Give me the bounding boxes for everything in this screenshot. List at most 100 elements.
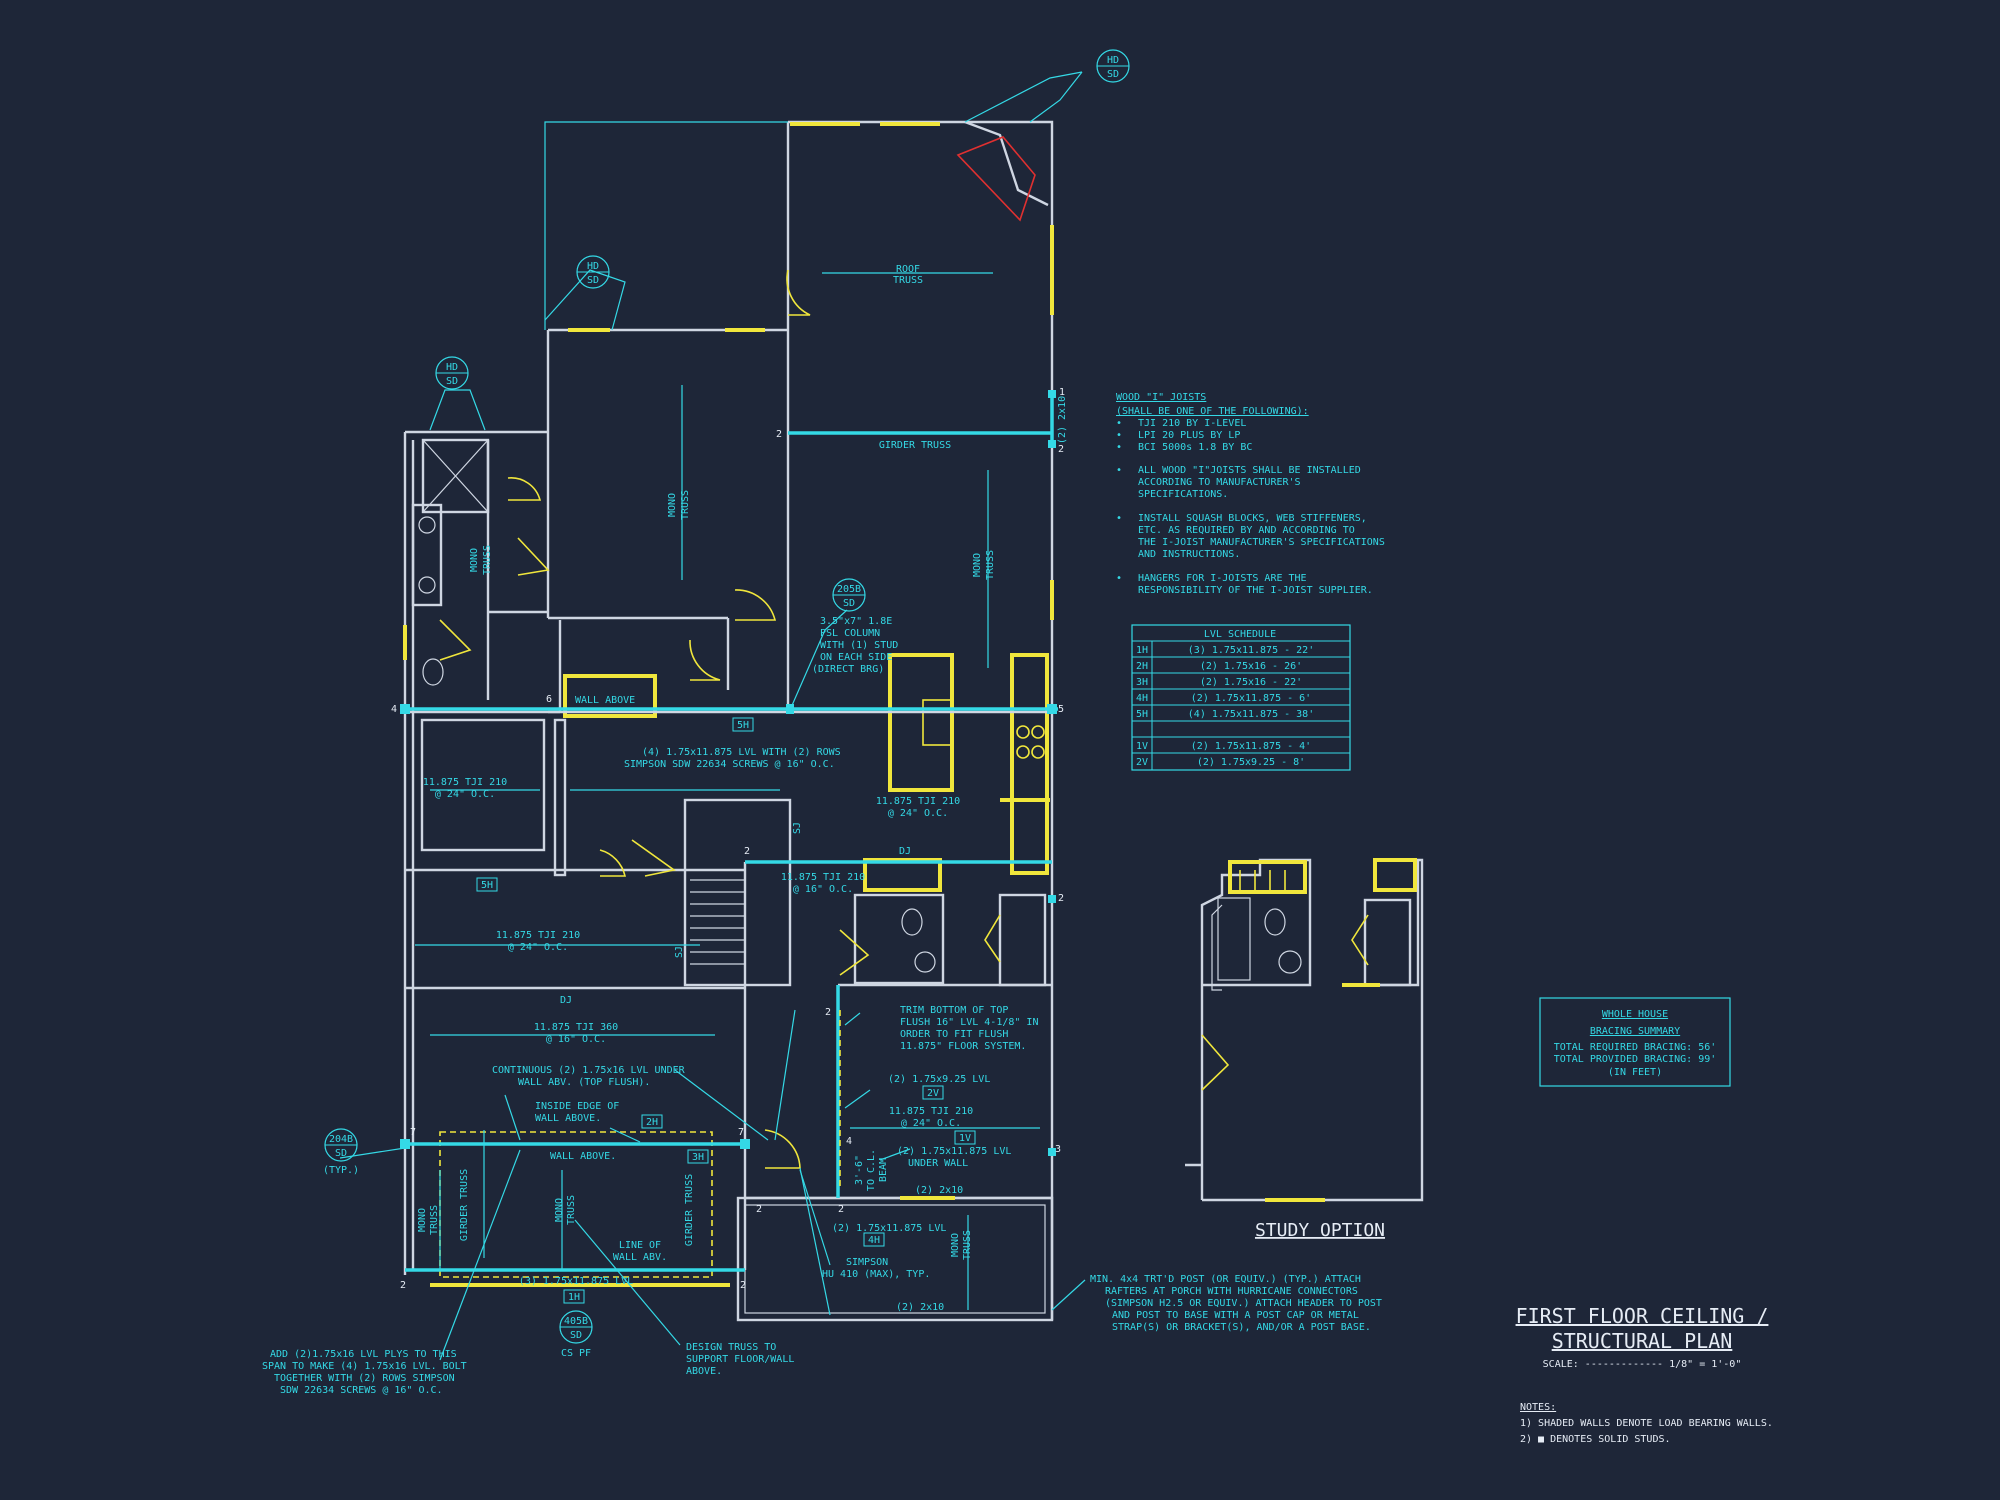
title-block: FIRST FLOOR CEILING / STRUCTURAL PLAN SC… bbox=[1516, 1304, 1769, 1370]
svg-text:TRUSS: TRUSS bbox=[429, 1205, 440, 1235]
svg-text:INSIDE EDGE OF: INSIDE EDGE OF bbox=[535, 1101, 619, 1112]
shower-x2 bbox=[422, 439, 489, 513]
svg-text:TRUSS: TRUSS bbox=[893, 275, 923, 286]
study-option-title: STUDY OPTION bbox=[1255, 1220, 1385, 1241]
lvl-schedule-title: LVL SCHEDULE bbox=[1204, 629, 1276, 640]
wall-upper-right bbox=[788, 120, 1054, 712]
toilet bbox=[422, 658, 444, 686]
svg-text:WALL ABV. (TOP FLUSH).: WALL ABV. (TOP FLUSH). bbox=[518, 1077, 650, 1088]
svg-text:DJ: DJ bbox=[560, 995, 572, 1006]
svg-text:SJ: SJ bbox=[792, 822, 803, 834]
door-swing-2 bbox=[507, 477, 542, 501]
door-swing-5 bbox=[734, 589, 777, 621]
svg-text:(TYP.): (TYP.) bbox=[323, 1165, 359, 1176]
svg-text:11.875" FLOOR SYSTEM.: 11.875" FLOOR SYSTEM. bbox=[900, 1041, 1026, 1052]
svg-text:@ 24" O.C.: @ 24" O.C. bbox=[888, 808, 948, 819]
svg-text:MONO: MONO bbox=[950, 1233, 961, 1257]
vanity bbox=[411, 503, 443, 607]
svg-text:AND INSTRUCTIONS.: AND INSTRUCTIONS. bbox=[1138, 549, 1240, 560]
door-swing-6 bbox=[689, 639, 721, 681]
svg-text:MONO: MONO bbox=[554, 1198, 565, 1222]
door-swing-10 bbox=[984, 914, 1001, 963]
lvl-row-spec: (2) 1.75x11.875 - 4' bbox=[1191, 741, 1311, 752]
svg-text:TO C.L.: TO C.L. bbox=[866, 1149, 877, 1191]
svg-text:11.875 TJI 210: 11.875 TJI 210 bbox=[496, 930, 580, 941]
svg-text:@ 24" O.C.: @ 24" O.C. bbox=[435, 789, 495, 800]
floor-plan bbox=[339, 71, 1086, 1361]
svg-text:SD: SD bbox=[335, 1148, 347, 1159]
counter-wall-above bbox=[563, 674, 657, 718]
svg-text:TOTAL PROVIDED BRACING: 99': TOTAL PROVIDED BRACING: 99' bbox=[1554, 1054, 1717, 1065]
porch bbox=[736, 1196, 1054, 1322]
lvl-row-spec: (2) 1.75x16 - 26' bbox=[1200, 661, 1302, 672]
lvl-row-id: 1V bbox=[1136, 741, 1148, 752]
svg-text:RAFTERS AT PORCH WITH HURRICAN: RAFTERS AT PORCH WITH HURRICANE CONNECTO… bbox=[1105, 1286, 1358, 1297]
stair bbox=[683, 798, 792, 987]
tag-bubble-hd-mid: HD SD bbox=[576, 255, 610, 289]
svg-text:(2) 1.75x11.875 LVL: (2) 1.75x11.875 LVL bbox=[897, 1146, 1011, 1157]
svg-text:WALL ABOVE.: WALL ABOVE. bbox=[550, 1151, 616, 1162]
half-bath-sink bbox=[914, 951, 936, 973]
svg-text:ABOVE.: ABOVE. bbox=[686, 1366, 722, 1377]
svg-text:SIMPSON SDW 22634 SCREWS @ 16": SIMPSON SDW 22634 SCREWS @ 16" O.C. bbox=[624, 759, 835, 770]
svg-text:(2) 2x10: (2) 2x10 bbox=[915, 1185, 963, 1196]
svg-text:5H: 5H bbox=[481, 880, 493, 891]
notes-heading: NOTES: bbox=[1520, 1402, 1556, 1413]
svg-text:STRAP(S) OR BRACKET(S), AND/OR: STRAP(S) OR BRACKET(S), AND/OR A POST BA… bbox=[1112, 1322, 1371, 1333]
burner-2 bbox=[1031, 725, 1045, 739]
svg-text:3H: 3H bbox=[692, 1152, 704, 1163]
sink-1 bbox=[418, 516, 436, 534]
plan-scale: SCALE: ------------- 1/8" = 1'-0" bbox=[1543, 1359, 1742, 1370]
svg-text:2: 2 bbox=[744, 846, 750, 857]
svg-text:DESIGN TRUSS TO: DESIGN TRUSS TO bbox=[686, 1342, 776, 1353]
svg-text:TRUSS: TRUSS bbox=[985, 550, 996, 580]
svg-text:11.875 TJI 210: 11.875 TJI 210 bbox=[876, 796, 960, 807]
svg-text:BCI 5000s 1.8 BY BC: BCI 5000s 1.8 BY BC bbox=[1138, 442, 1252, 453]
svg-text:BEAM: BEAM bbox=[878, 1158, 889, 1182]
lvl-row-id: 3H bbox=[1136, 677, 1148, 688]
stair-treads bbox=[690, 879, 745, 965]
svg-text:ADD (2)1.75x16 LVL PLYS TO THI: ADD (2)1.75x16 LVL PLYS TO THIS bbox=[270, 1349, 457, 1360]
svg-text:ON EACH SIDE: ON EACH SIDE bbox=[820, 652, 892, 663]
island bbox=[888, 653, 954, 792]
plan-title-line1: FIRST FLOOR CEILING / bbox=[1516, 1304, 1769, 1328]
svg-text:SD: SD bbox=[587, 275, 599, 286]
burner-3 bbox=[1016, 745, 1030, 759]
svg-text:•: • bbox=[1116, 430, 1122, 441]
svg-text:@ 16" O.C.: @ 16" O.C. bbox=[546, 1034, 606, 1045]
box-tags: 5H 3H 2H 5H 1H 4H 2V 1V bbox=[476, 717, 976, 1304]
door-swing-11 bbox=[764, 1129, 801, 1169]
svg-text:SJ: SJ bbox=[674, 946, 685, 958]
svg-text:HD: HD bbox=[1107, 55, 1119, 66]
svg-text:(IN FEET): (IN FEET) bbox=[1608, 1067, 1662, 1078]
svg-text:•: • bbox=[1116, 418, 1122, 429]
svg-text:5H: 5H bbox=[737, 720, 749, 731]
half-bath bbox=[853, 893, 945, 985]
notes-item-1: 1) SHADED WALLS DENOTE LOAD BEARING WALL… bbox=[1520, 1418, 1773, 1429]
svg-text:1H: 1H bbox=[568, 1292, 580, 1303]
red-unit bbox=[956, 136, 1036, 222]
svg-text:ORDER TO FIT FLUSH: ORDER TO FIT FLUSH bbox=[900, 1029, 1008, 1040]
svg-text:204B: 204B bbox=[329, 1134, 353, 1145]
joist-subheading: (SHALL BE ONE OF THE FOLLOWING): bbox=[1116, 406, 1309, 417]
svg-text:CS PF: CS PF bbox=[561, 1348, 591, 1359]
svg-text:INSTALL SQUASH BLOCKS, WEB STI: INSTALL SQUASH BLOCKS, WEB STIFFENERS, bbox=[1138, 513, 1367, 524]
tag-bubble-405b: 405B SD CS PF bbox=[559, 1310, 593, 1359]
svg-text:TOGETHER WITH (2) ROWS SIMPSON: TOGETHER WITH (2) ROWS SIMPSON bbox=[274, 1373, 455, 1384]
svg-text:FLUSH 16" LVL 4-1/8" IN: FLUSH 16" LVL 4-1/8" IN bbox=[900, 1017, 1038, 1028]
svg-text:HANGERS FOR I-JOISTS ARE THE: HANGERS FOR I-JOISTS ARE THE bbox=[1138, 573, 1307, 584]
svg-text:WHOLE HOUSE: WHOLE HOUSE bbox=[1602, 1009, 1668, 1020]
svg-text:1V: 1V bbox=[959, 1133, 971, 1144]
svg-text:11.875 TJI 210: 11.875 TJI 210 bbox=[781, 872, 865, 883]
svg-text:SD: SD bbox=[1107, 69, 1119, 80]
door-swing-8 bbox=[631, 839, 676, 877]
svg-text:@ 24" O.C.: @ 24" O.C. bbox=[901, 1118, 961, 1129]
lvl-schedule-rows: 1H(3) 1.75x11.875 - 22'2H(2) 1.75x16 - 2… bbox=[1132, 645, 1350, 768]
svg-text:ACCORDING TO MANUFACTURER'S: ACCORDING TO MANUFACTURER'S bbox=[1138, 477, 1301, 488]
svg-text:BRACING SUMMARY: BRACING SUMMARY bbox=[1590, 1026, 1680, 1037]
lvl-row-id: 4H bbox=[1136, 693, 1148, 704]
door-swing-1 bbox=[786, 269, 811, 316]
svg-text:@ 24" O.C.: @ 24" O.C. bbox=[508, 942, 568, 953]
